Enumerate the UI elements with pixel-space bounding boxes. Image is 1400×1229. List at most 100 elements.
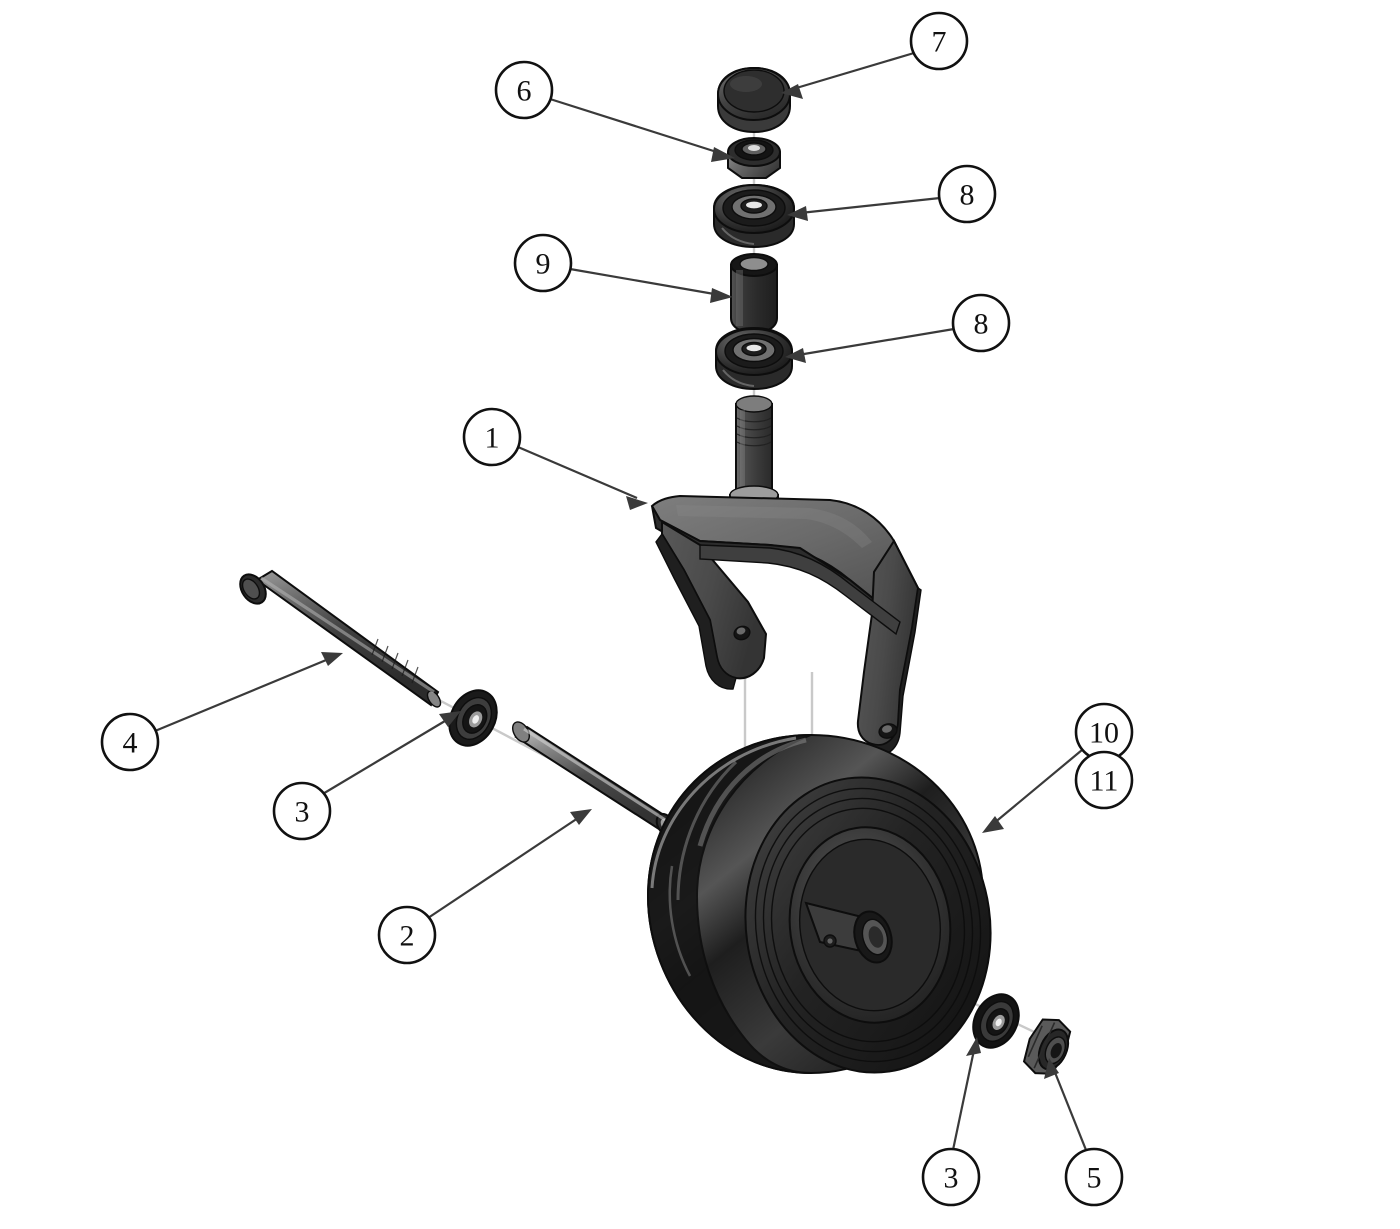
callout-label-4: 4 — [123, 727, 138, 760]
spacer-tube-left-face — [511, 721, 531, 743]
callout-circle-5[interactable] — [1064, 1147, 1124, 1207]
wheel-hub-bore-hole — [868, 926, 884, 948]
callout-circle-2[interactable] — [377, 905, 437, 965]
callout-label-1: 1 — [485, 422, 500, 455]
callout-7[interactable]: 7 — [909, 11, 969, 71]
stem-highlight — [740, 410, 745, 502]
part-spacer-tube — [511, 721, 677, 838]
leader-line-1 — [517, 445, 638, 500]
leader-arrow-9 — [710, 288, 733, 303]
callout-label-11: 11 — [1090, 765, 1119, 798]
wheel-tread-spec — [650, 736, 797, 889]
bearing-bore-highlight-u — [746, 201, 762, 209]
leader-arrow-4 — [321, 652, 343, 666]
lock-nut-facet-b — [1033, 1022, 1056, 1069]
leader-line-9 — [569, 267, 721, 297]
leader-line-10-11 — [992, 749, 1083, 825]
fork-inner-web — [699, 544, 901, 636]
callout-8-lower[interactable]: 8 — [951, 293, 1011, 353]
sleeve-highlight — [736, 270, 743, 326]
callout-circle-3a[interactable] — [272, 781, 332, 841]
wheel-hub-set-screw-socket — [827, 938, 833, 944]
bearing-shade-u — [721, 227, 755, 245]
leader-lines — [154, 51, 1088, 1151]
fork-left-axle-hole-inner — [736, 627, 746, 635]
leader-arrow-1 — [626, 496, 648, 510]
spacer-tube-body — [514, 725, 672, 833]
part-dust-cap — [717, 66, 791, 134]
callout-6[interactable]: 6 — [494, 60, 554, 120]
wheel-tread-outer-sweep — [646, 734, 812, 1074]
leader-line-2 — [427, 815, 582, 919]
part-lock-nut — [1022, 1018, 1072, 1075]
leader-line-7 — [792, 51, 915, 91]
leader-arrow-3a — [439, 711, 461, 727]
callout-1[interactable]: 1 — [462, 407, 522, 467]
callout-10[interactable]: 10 — [1074, 702, 1134, 762]
part-wheel-bearing-right — [972, 993, 1020, 1049]
part-fork-bracket — [650, 395, 922, 757]
leader-line-4 — [154, 656, 332, 733]
callout-3-right[interactable]: 3 — [921, 1147, 981, 1207]
wb-right-bore-hi — [995, 1018, 1002, 1027]
leader-arrow-8a — [787, 206, 808, 221]
leader-line-5 — [1052, 1069, 1088, 1151]
leader-line-8a — [799, 196, 941, 215]
fork-top-highlight — [676, 505, 872, 548]
callout-2[interactable]: 2 — [377, 905, 437, 965]
callout-circle-1[interactable] — [462, 407, 522, 467]
callout-label-3a: 3 — [295, 796, 310, 829]
callout-5[interactable]: 5 — [1064, 1147, 1124, 1207]
leader-line-3b — [951, 1049, 976, 1151]
stem-threads — [736, 417, 772, 447]
fork-right-axle-hole-inner — [882, 725, 892, 733]
callout-balloons[interactable]: 1 2 3 4 5 6 7 8 — [100, 11, 1134, 1207]
callout-3-left[interactable]: 3 — [272, 781, 332, 841]
leader-arrow-10-11 — [982, 816, 1004, 833]
callout-circle-4[interactable] — [100, 712, 160, 772]
callout-circle-6[interactable] — [494, 60, 554, 120]
axle-bolt-head-socket — [241, 578, 261, 600]
bearing-shade-l — [722, 369, 755, 387]
callout-9[interactable]: 9 — [513, 233, 573, 293]
leader-arrow-5 — [1044, 1058, 1059, 1079]
part-kingpin-bearing-lower — [715, 326, 793, 391]
bearing-bore-highlight-l — [746, 344, 762, 352]
part-wheel-bearing-left — [448, 689, 498, 747]
callout-8-upper[interactable]: 8 — [937, 164, 997, 224]
leader-arrow-2 — [570, 809, 592, 825]
axle-bolt-tip — [426, 690, 442, 708]
lock-nut-bore — [748, 145, 760, 151]
callout-circle-8a[interactable] — [937, 164, 997, 224]
axle-bolt-shank — [255, 569, 440, 707]
callout-label-7: 7 — [932, 26, 947, 59]
lock-nut-bore-5 — [1050, 1043, 1062, 1059]
leader-arrow-3b — [966, 1037, 981, 1056]
callout-label-6: 6 — [517, 75, 532, 108]
axle-bolt-threads — [371, 638, 419, 684]
callout-circle-9[interactable] — [513, 233, 573, 293]
axle-bolt-highlight — [260, 576, 435, 694]
wheel-tread-highlights — [668, 737, 807, 977]
callout-4[interactable]: 4 — [100, 712, 160, 772]
callout-circle-3b[interactable] — [921, 1147, 981, 1207]
callout-label-8b: 8 — [974, 308, 989, 341]
callout-circle-7[interactable] — [909, 11, 969, 71]
dust-cap-top — [723, 69, 785, 113]
callout-label-10: 10 — [1089, 717, 1119, 750]
part-kingpin-bearing-upper — [713, 183, 795, 249]
lock-nut-facet-a — [1027, 1025, 1043, 1058]
part-wheel-assembly — [646, 733, 992, 1075]
callout-label-5: 5 — [1087, 1162, 1102, 1195]
callout-circle-8b[interactable] — [951, 293, 1011, 353]
callout-circle-11[interactable] — [1074, 750, 1134, 810]
part-kingpin-spacer-sleeve — [730, 253, 778, 335]
sleeve-bore — [739, 256, 769, 272]
part-axle-bolt — [239, 569, 442, 708]
callout-label-3b: 3 — [944, 1162, 959, 1195]
callout-11[interactable]: 11 — [1074, 750, 1134, 810]
stem-top-face — [735, 395, 773, 413]
callout-label-8a: 8 — [960, 179, 975, 212]
